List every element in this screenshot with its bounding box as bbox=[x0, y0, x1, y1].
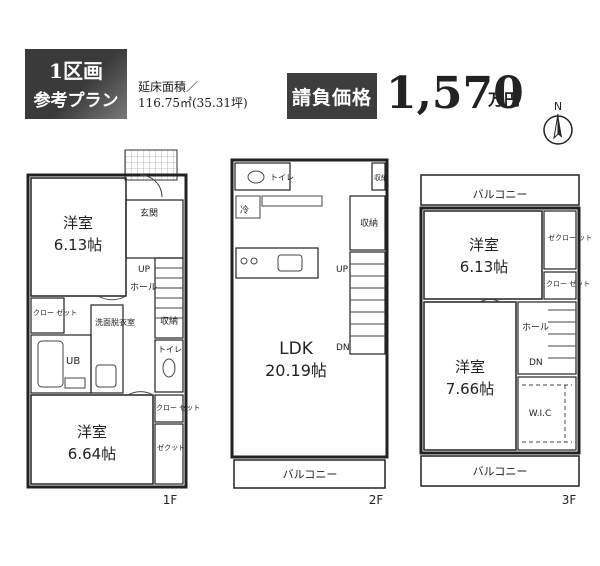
floor-1-plan: 洋室 6.13帖 洋室 6.64帖 玄関 UP ホール 収納 クロー ゼット 洗… bbox=[26, 149, 200, 507]
f1-label: 1F bbox=[163, 493, 178, 507]
f3-room-top-size: 6.13帖 bbox=[460, 258, 508, 276]
lot-number: 1区画 bbox=[49, 59, 103, 83]
floor-2-plan: 冷 トイレ 収納 収納 UP DN LDK 20.19帖 バルコニー 2F bbox=[230, 158, 389, 507]
f1-room-bottom-size: 6.64帖 bbox=[68, 445, 116, 463]
f1-closet2: クロー ゼット bbox=[156, 403, 200, 412]
north-label: N bbox=[554, 100, 562, 113]
f3-dn: DN bbox=[529, 358, 543, 368]
floor-3-plan: バルコニー 洋室 6.13帖 ゼクロー ット クロー ゼット ホール DN 洋室… bbox=[419, 174, 592, 507]
f1-hall: ホール bbox=[130, 282, 157, 293]
north-arrow-icon: N bbox=[543, 100, 573, 145]
f1-storage: 収納 bbox=[160, 315, 178, 327]
price-label: 請負価格 bbox=[287, 73, 377, 119]
f2-toilet: トイレ bbox=[270, 173, 294, 182]
f1-washroom: 洗面脱衣室 bbox=[95, 317, 135, 327]
price-value: 1,570 bbox=[386, 68, 524, 119]
f1-closet: クロー ゼット bbox=[33, 308, 77, 317]
f3-closet-small: クロー ゼット bbox=[546, 279, 590, 288]
f2-dn: DN bbox=[336, 343, 350, 353]
f1-room-bottom-name: 洋室 bbox=[77, 423, 107, 441]
f2-storage: 収納 bbox=[360, 217, 378, 229]
plan-label: 参考プラン bbox=[33, 91, 119, 111]
f1-toilet: トイレ bbox=[158, 345, 182, 354]
f1-closet3: ゼクット bbox=[157, 443, 185, 452]
floor-area: 延床面積／ 116.75㎡(35.31坪) bbox=[138, 79, 248, 111]
f3-balcony-top: バルコニー bbox=[473, 188, 528, 201]
floor-area-label: 延床面積／ bbox=[138, 80, 199, 94]
f3-closet-top: ゼクロー ット bbox=[548, 233, 592, 242]
f2-storage-top: 収納 bbox=[374, 173, 388, 182]
f3-room-bottom-size: 7.66帖 bbox=[446, 380, 494, 398]
f2-up: UP bbox=[336, 265, 349, 275]
f3-label: 3F bbox=[562, 493, 577, 507]
f1-ub: UB bbox=[66, 356, 80, 367]
f3-balcony-bottom: バルコニー bbox=[473, 465, 528, 478]
f2-balcony: バルコニー bbox=[283, 468, 338, 481]
f1-room-top-name: 洋室 bbox=[63, 214, 93, 232]
f1-room-top-size: 6.13帖 bbox=[54, 236, 102, 254]
f2-ldk-name: LDK bbox=[279, 339, 314, 359]
f2-ldk-size: 20.19帖 bbox=[265, 361, 327, 380]
f1-up: UP bbox=[138, 265, 151, 275]
f3-hall: ホール bbox=[522, 322, 549, 333]
f1-entrance: 玄関 bbox=[140, 207, 158, 219]
price-unit: 万円 bbox=[488, 90, 521, 109]
lot-title-box: 1区画 参考プラン bbox=[25, 49, 127, 119]
f3-room-top-name: 洋室 bbox=[469, 236, 499, 254]
f2-label: 2F bbox=[369, 493, 384, 507]
f3-room-bottom-name: 洋室 bbox=[455, 358, 485, 376]
floor-area-value: 116.75㎡(35.31坪) bbox=[138, 96, 248, 110]
f3-wic: W.I.C bbox=[529, 409, 552, 419]
f2-fridge: 冷 bbox=[240, 204, 249, 216]
